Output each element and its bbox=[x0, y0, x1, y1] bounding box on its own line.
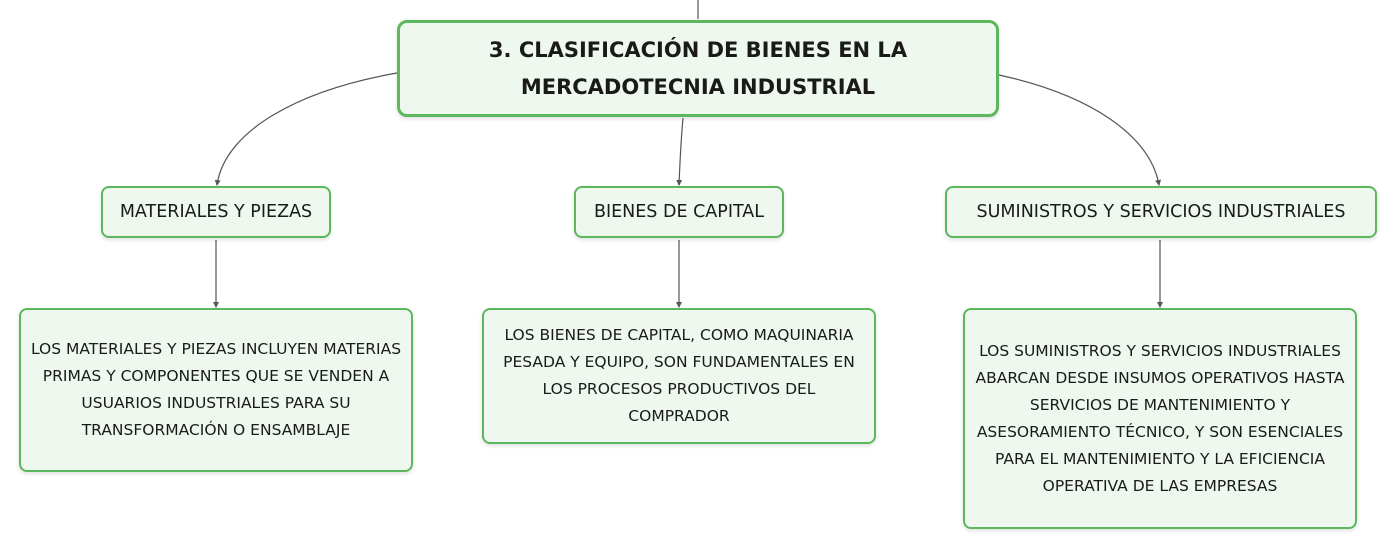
topic-label-materiales: MATERIALES Y PIEZAS bbox=[119, 202, 313, 222]
topic-label-suministros: SUMINISTROS Y SERVICIOS INDUSTRIALES bbox=[976, 202, 1346, 222]
root-topic-title: 3. CLASIFICACIÓN DE BIENES EN LA MERCADO… bbox=[488, 37, 908, 99]
subtopic-text-bienes-capital: LOS BIENES DE CAPITAL, COMO MAQUINARIA P… bbox=[503, 326, 855, 425]
connector-root-to-materiales bbox=[214, 72, 398, 186]
connector-root-to-suministros bbox=[998, 74, 1162, 186]
subtopic-node-bienes-capital[interactable]: LOS BIENES DE CAPITAL, COMO MAQUINARIA P… bbox=[482, 308, 876, 444]
connector-root-to-bienes bbox=[676, 117, 684, 186]
topic-node-bienes-capital[interactable]: BIENES DE CAPITAL bbox=[574, 186, 784, 238]
subtopic-node-suministros[interactable]: LOS SUMINISTROS Y SERVICIOS INDUSTRIALES… bbox=[963, 308, 1357, 529]
subtopic-text-suministros: LOS SUMINISTROS Y SERVICIOS INDUSTRIALES… bbox=[975, 341, 1345, 495]
topic-label-bienes-capital: BIENES DE CAPITAL bbox=[593, 202, 765, 222]
root-topic-node[interactable]: 3. CLASIFICACIÓN DE BIENES EN LA MERCADO… bbox=[397, 20, 999, 117]
topic-node-suministros[interactable]: SUMINISTROS Y SERVICIOS INDUSTRIALES bbox=[945, 186, 1377, 238]
subtopic-text-materiales: LOS MATERIALES Y PIEZAS INCLUYEN MATERIA… bbox=[30, 340, 402, 439]
subtopic-node-materiales[interactable]: LOS MATERIALES Y PIEZAS INCLUYEN MATERIA… bbox=[19, 308, 413, 472]
topic-node-materiales[interactable]: MATERIALES Y PIEZAS bbox=[101, 186, 331, 238]
